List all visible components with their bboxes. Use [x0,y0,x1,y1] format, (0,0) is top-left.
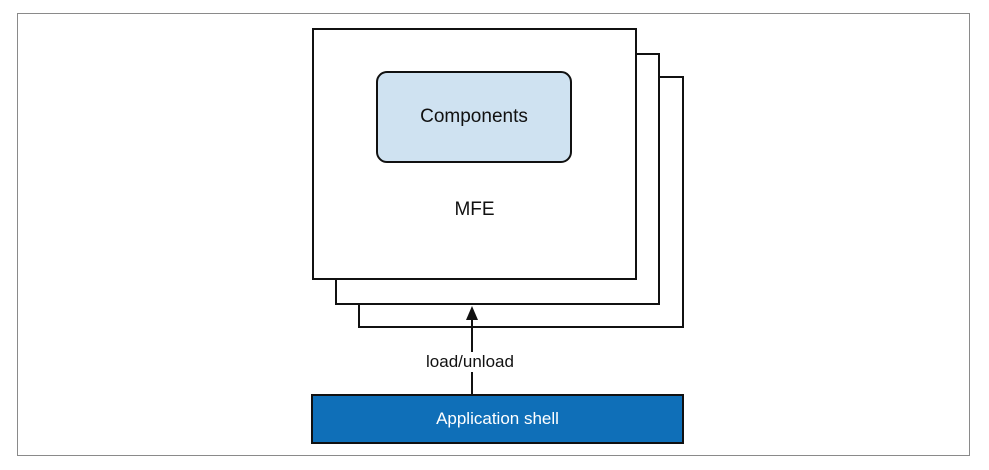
load-unload-label: load/unload [395,352,545,372]
application-shell-label: Application shell [436,409,559,428]
mfe-label: MFE [454,199,495,220]
components-label: Components [420,106,528,127]
application-shell-box: Application shell [311,394,684,444]
components-box: Components [376,71,572,163]
